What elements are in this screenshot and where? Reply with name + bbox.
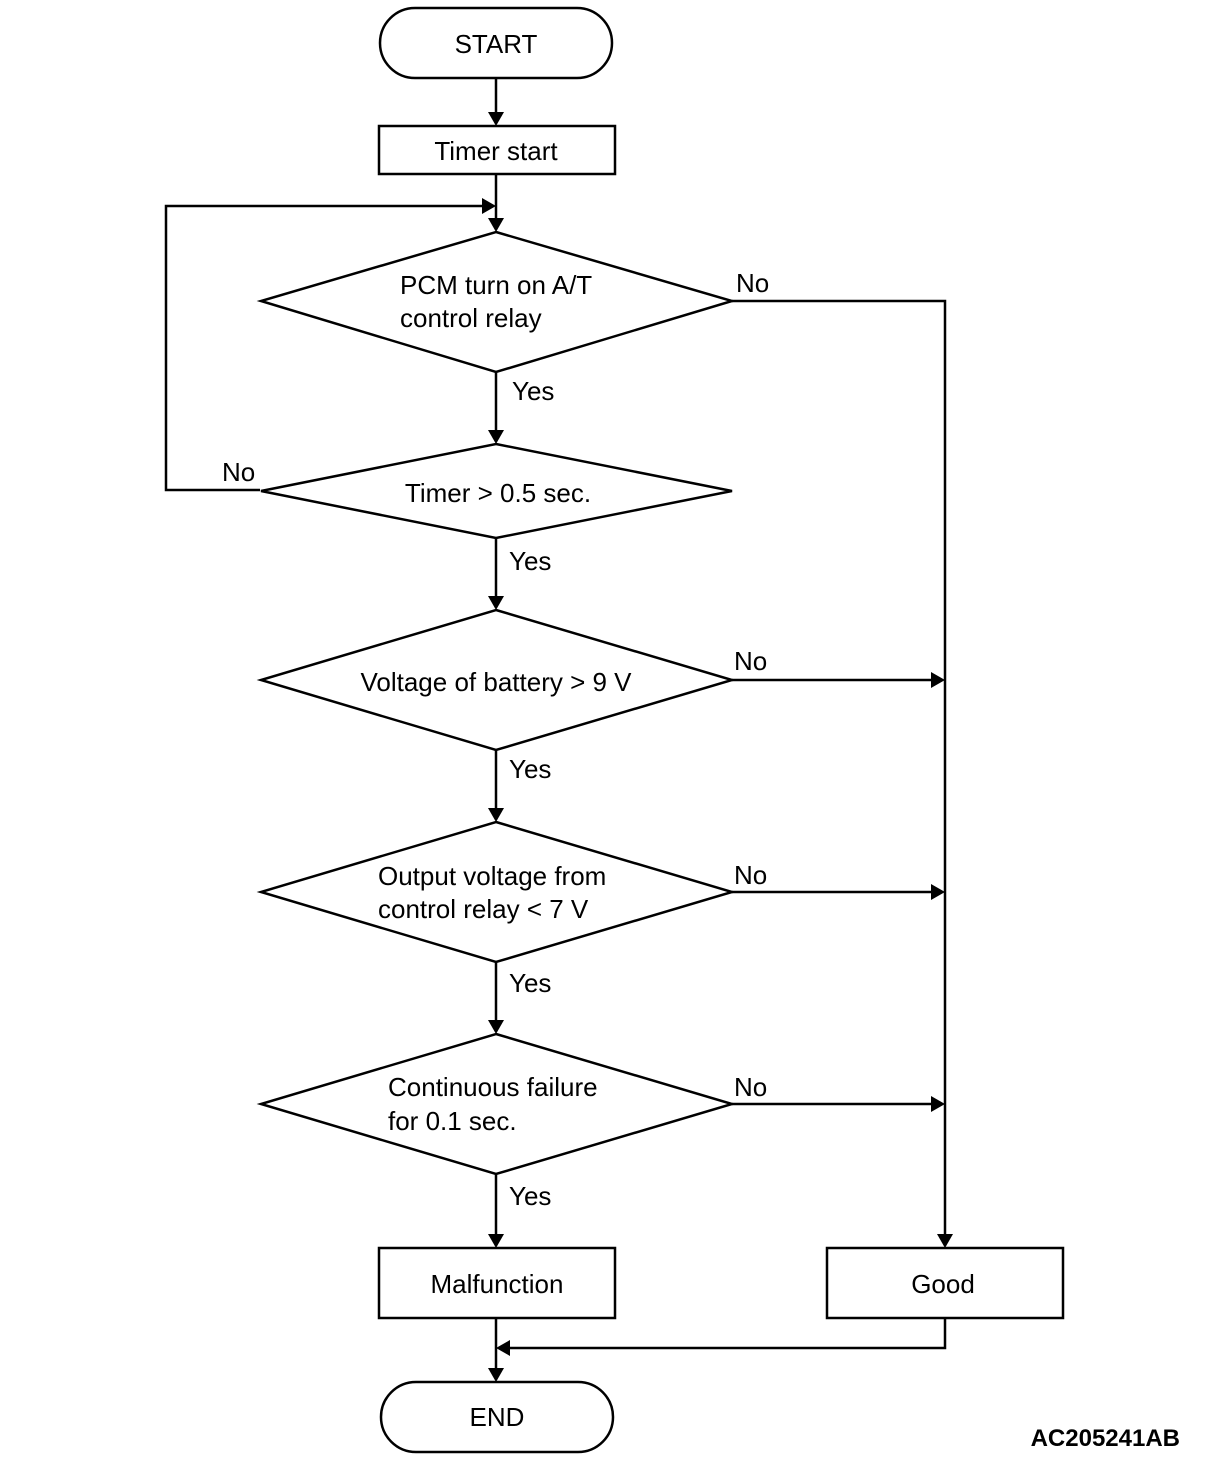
timer-start-label: Timer start [434, 136, 558, 166]
decision-output-voltage: Output voltage from control relay < 7 V [256, 820, 737, 964]
branch-no-label: No [222, 457, 255, 487]
decision-pcm-relay: PCM turn on A/T control relay [256, 230, 737, 374]
arrow-head [496, 1340, 510, 1356]
arrow-head [488, 808, 504, 822]
continuous-failure-label-line1: Continuous failure [388, 1072, 598, 1102]
branch-yes-label: Yes [509, 754, 551, 784]
pcm-relay-label-line2: control relay [400, 303, 542, 333]
decision-timer-check: Timer > 0.5 sec. [260, 442, 733, 540]
start-terminal: START [378, 6, 614, 80]
good-to-end-connector [510, 1318, 947, 1350]
arrow-head [931, 884, 945, 900]
arrow-head [937, 1234, 953, 1248]
arrow-head [488, 430, 504, 444]
output-voltage-label-line1: Output voltage from [378, 861, 606, 891]
output-voltage-label-line2: control relay < 7 V [378, 894, 589, 924]
arrow-head [488, 112, 504, 126]
malfunction-label: Malfunction [431, 1269, 564, 1299]
branch-no-label: No [734, 646, 767, 676]
good-label: Good [911, 1269, 975, 1299]
start-label: START [455, 29, 538, 59]
branch-yes-label: Yes [509, 1181, 551, 1211]
branch-no-label: No [734, 1072, 767, 1102]
loop-back-connector [164, 204, 482, 492]
timer-check-label: Timer > 0.5 sec. [405, 478, 591, 508]
end-label: END [470, 1402, 525, 1432]
timer-start-process: Timer start [377, 124, 617, 176]
end-terminal: END [379, 1380, 615, 1454]
arrow-head [488, 1020, 504, 1034]
branch-yes-label: Yes [512, 376, 554, 406]
decision-battery-voltage: Voltage of battery > 9 V [256, 608, 737, 752]
arrow-head [488, 596, 504, 610]
malfunction-process: Malfunction [377, 1246, 617, 1320]
arrow-head [488, 1234, 504, 1248]
arrow-head [482, 198, 496, 214]
continuous-failure-label-line2: for 0.1 sec. [388, 1106, 517, 1136]
good-process: Good [825, 1246, 1065, 1320]
arrow-head [488, 218, 504, 232]
decision-continuous-failure: Continuous failure for 0.1 sec. [256, 1032, 737, 1176]
branch-no-label: No [736, 268, 769, 298]
pcm-relay-label-line1: PCM turn on A/T [400, 270, 592, 300]
figure-code: AC205241AB [1031, 1425, 1180, 1452]
battery-voltage-label: Voltage of battery > 9 V [360, 667, 632, 697]
arrow-head [931, 672, 945, 688]
branch-yes-label: Yes [509, 968, 551, 998]
arrow-head [488, 1368, 504, 1382]
branch-no-label: No [734, 860, 767, 890]
arrow-head [931, 1096, 945, 1112]
branch-yes-label: Yes [509, 546, 551, 576]
no-bus-connector [732, 299, 947, 1234]
